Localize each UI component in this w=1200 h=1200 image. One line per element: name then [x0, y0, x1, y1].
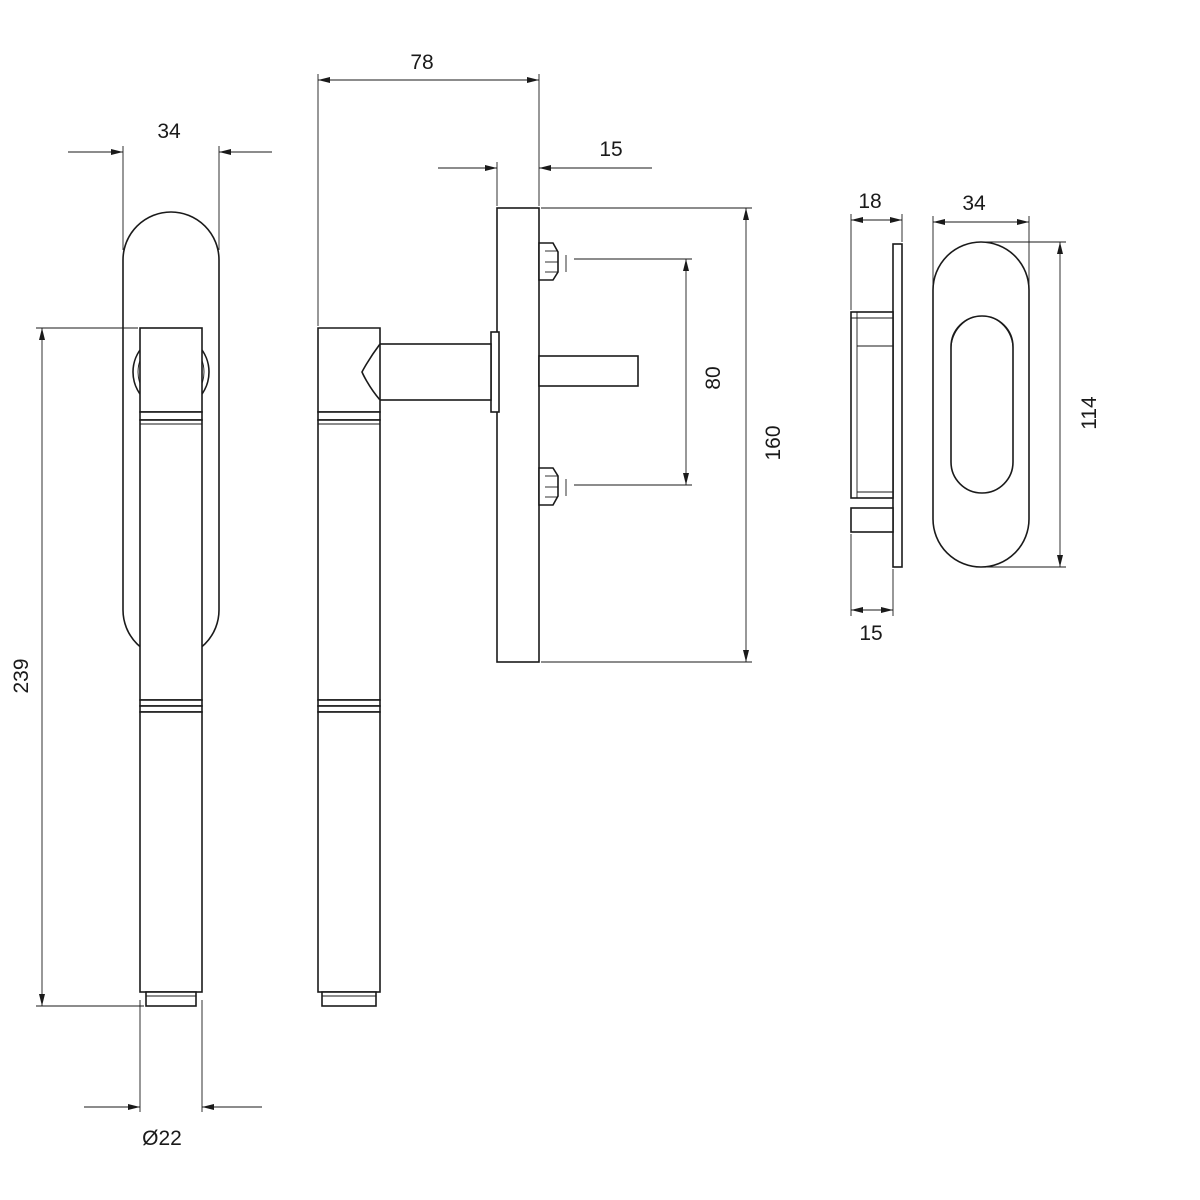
dim-pull-plate-depth: 15	[859, 622, 882, 645]
pull-side-view	[850, 243, 903, 568]
dim-grip-diameter: Ø22	[142, 1127, 182, 1150]
dim-front-handle-width: 34	[157, 120, 181, 143]
dim-pull-height: 114	[1078, 396, 1101, 430]
dim-pull-depth: 18	[858, 190, 881, 213]
dim-screw-spacing: 80	[702, 366, 725, 389]
dimension-labels: 34 78 15 80 160 239 Ø22 18 34 114 15	[10, 51, 1101, 1150]
dimension-lines	[36, 74, 1066, 1112]
dim-backplate-height: 160	[762, 425, 785, 460]
dim-rose-depth: 15	[599, 138, 622, 161]
dim-handle-projection: 78	[410, 51, 433, 74]
dim-handle-length: 239	[10, 658, 33, 693]
dim-pull-width: 34	[962, 192, 986, 215]
front-view	[122, 211, 220, 1007]
pull-front-view	[932, 241, 1030, 568]
side-view	[317, 207, 639, 1007]
